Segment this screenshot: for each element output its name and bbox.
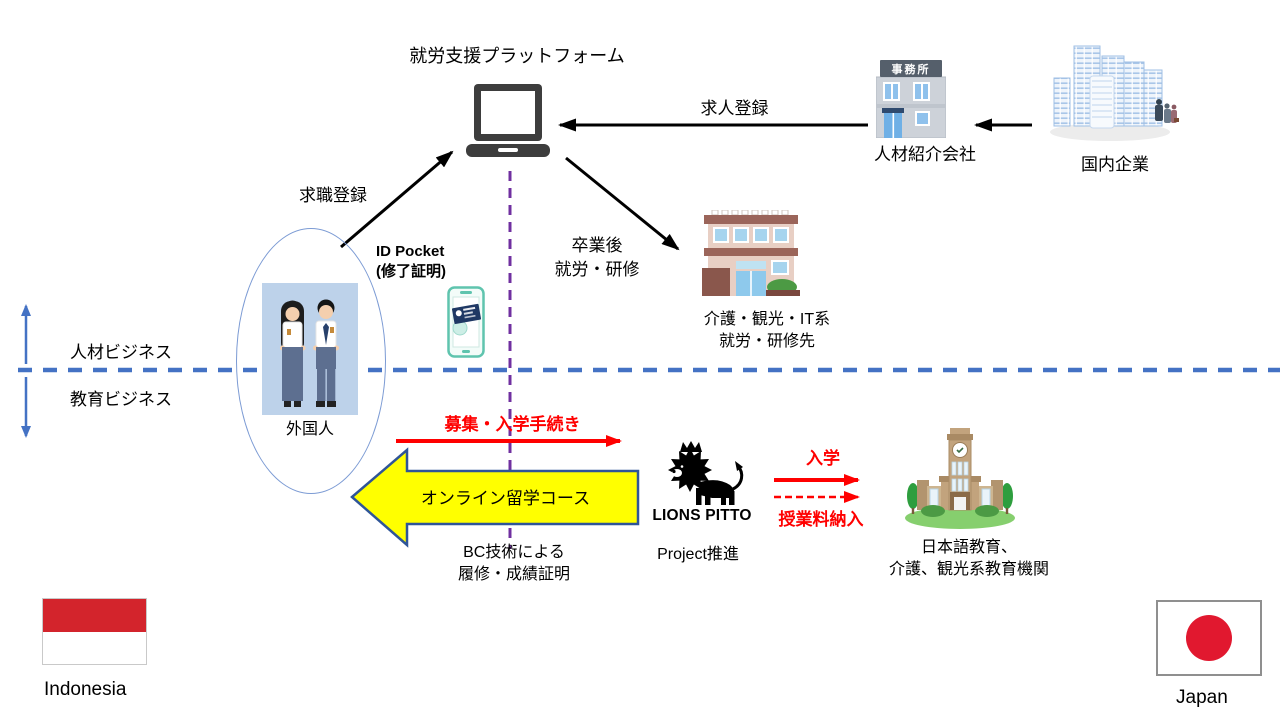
- id-pocket-phone-icon: [447, 286, 485, 358]
- graduation-line1: 卒業後: [571, 236, 623, 255]
- jobseeker-registration-arrow: [340, 150, 454, 249]
- workplace-line2: 就労・研修先: [718, 333, 815, 351]
- workplace-label: 介護・観光・IT系 就労・研修先: [688, 309, 846, 354]
- online-course-label: オンライン留学コース: [420, 489, 591, 508]
- office-sign: 事務所: [892, 62, 931, 76]
- job-registration-label: 求人登録: [700, 99, 769, 118]
- graduation-line2: 就労・研修: [554, 259, 640, 279]
- foreigners-oval: [236, 228, 386, 494]
- school-label: 日本語教育、 介護、観光系教育機関: [858, 537, 1080, 582]
- enroll-label: 入学: [806, 449, 840, 468]
- japan-flag-sun: [1186, 615, 1232, 661]
- japan-flag: [1156, 600, 1262, 676]
- bc-line1: BC技術による: [463, 544, 565, 561]
- graduation-label: 卒業後 就労・研修: [547, 234, 647, 282]
- office-building-icon: 事務所: [876, 60, 946, 138]
- platform-title: 就労支援プラットフォーム: [409, 46, 625, 66]
- indonesia-flag-red: [43, 599, 146, 632]
- domestic-companies-label: 国内企業: [1081, 155, 1149, 174]
- edu-business-label: 教育ビジネス: [70, 390, 172, 409]
- tuition-label: 授業料納入: [778, 510, 864, 529]
- school-line1: 日本語教育、: [920, 539, 1017, 556]
- foreigners-label: 外国人: [285, 421, 334, 438]
- id-pocket-label: ID Pocket (修了証明): [376, 242, 476, 283]
- graduation-arrow: [565, 156, 680, 251]
- lions-pitto-logo-text: LIONS PITTO: [652, 507, 752, 524]
- bc-certificate-label: BC技術による 履修・成績証明: [440, 542, 588, 587]
- recruit-process-label: 募集・入学手続き: [444, 415, 581, 434]
- jobseeker-registration-label: 求職登録: [299, 186, 367, 205]
- workplace-building-icon: [702, 210, 800, 296]
- indonesia-flag: [42, 598, 147, 665]
- online-course-arrow: [350, 447, 640, 548]
- city-buildings-icon: [1050, 45, 1179, 141]
- students-photo: [262, 283, 358, 415]
- id-pocket-line1: ID Pocket: [376, 243, 445, 260]
- lion-logo-icon: [668, 441, 744, 505]
- project-label: Project推進: [657, 546, 739, 563]
- laptop-icon: [466, 84, 550, 157]
- recruiter-label: 人材紹介会社: [874, 145, 976, 164]
- workplace-line1: 介護・観光・IT系: [703, 311, 831, 328]
- indonesia-label: Indonesia: [44, 679, 127, 700]
- indonesia-flag-white: [43, 631, 146, 664]
- hr-business-label: 人材ビジネス: [70, 343, 172, 362]
- school-line2: 介護、観光系教育機関: [888, 561, 1049, 579]
- japan-label: Japan: [1176, 687, 1228, 708]
- school-building-icon: [905, 428, 1015, 529]
- id-pocket-line2: (修了証明): [376, 263, 446, 281]
- bc-line2: 履修・成績証明: [457, 566, 570, 584]
